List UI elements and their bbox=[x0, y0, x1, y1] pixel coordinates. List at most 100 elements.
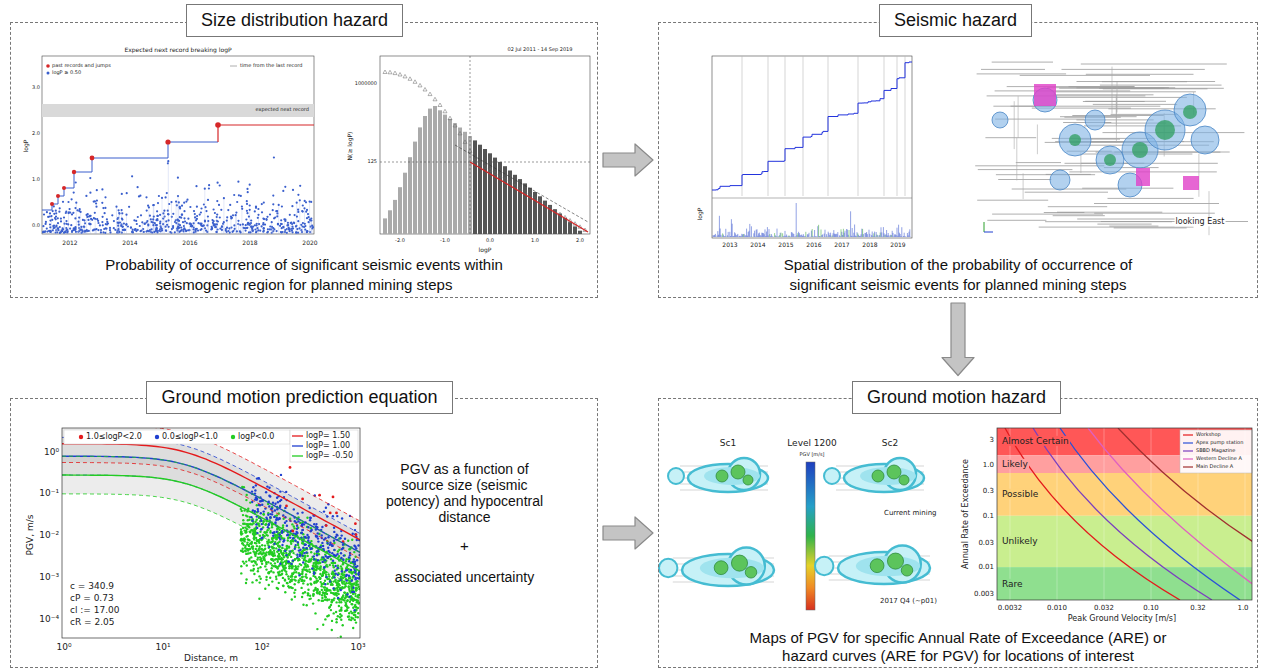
event-bar bbox=[871, 235, 872, 237]
event-dot bbox=[78, 217, 80, 219]
event-dot bbox=[298, 227, 300, 229]
record-dot bbox=[290, 563, 292, 565]
record-dot bbox=[353, 551, 355, 553]
event-dot bbox=[167, 213, 169, 215]
record-dot bbox=[268, 539, 270, 541]
event-dot bbox=[247, 223, 249, 225]
event-dot bbox=[306, 230, 308, 232]
event-bar bbox=[841, 232, 842, 237]
event-dot bbox=[282, 231, 284, 233]
event-dot bbox=[213, 223, 215, 225]
event-dot bbox=[104, 196, 106, 198]
record-marker bbox=[897, 56, 898, 196]
event-bar bbox=[826, 234, 827, 237]
event-bar bbox=[836, 234, 837, 237]
record-dot bbox=[259, 531, 261, 533]
event-dot bbox=[118, 212, 120, 214]
event-dot bbox=[143, 223, 145, 225]
event-bar bbox=[892, 231, 893, 237]
record-dot bbox=[243, 538, 245, 540]
event-dot bbox=[80, 226, 82, 228]
event-bar bbox=[787, 236, 788, 237]
cumulative-plot bbox=[712, 56, 912, 238]
event-dot bbox=[157, 215, 159, 217]
event-bar bbox=[882, 236, 883, 237]
event-dot bbox=[186, 199, 188, 201]
event-dot bbox=[167, 213, 169, 215]
event-dot bbox=[165, 230, 167, 232]
record-dot bbox=[242, 560, 244, 562]
event-bar bbox=[760, 235, 761, 237]
record-dot bbox=[304, 562, 306, 564]
histogram-bar bbox=[398, 187, 402, 234]
event-dot bbox=[177, 177, 179, 179]
record-marker bbox=[858, 56, 859, 196]
record-dot bbox=[286, 582, 288, 584]
event-dot bbox=[59, 226, 61, 228]
event-dot bbox=[54, 217, 56, 219]
record-dot bbox=[352, 617, 354, 619]
event-dot bbox=[295, 225, 297, 227]
event-dot bbox=[131, 175, 133, 177]
event-dot bbox=[117, 222, 119, 224]
drift-line bbox=[1007, 86, 1135, 87]
event-dot bbox=[221, 225, 223, 227]
event-dot bbox=[104, 207, 106, 209]
event-stem bbox=[178, 202, 179, 234]
cumulative-marker bbox=[418, 83, 422, 87]
event-bar bbox=[839, 235, 840, 237]
record-dot bbox=[307, 592, 309, 594]
record-dot bbox=[301, 573, 303, 575]
event-dot bbox=[87, 219, 89, 221]
event-bar bbox=[855, 236, 856, 237]
probability-core bbox=[1155, 120, 1175, 140]
record-dot bbox=[240, 565, 242, 567]
event-dot bbox=[223, 197, 225, 199]
record-dot bbox=[302, 555, 304, 557]
drift-line bbox=[1100, 85, 1222, 86]
event-bar bbox=[799, 233, 800, 237]
event-bar bbox=[880, 233, 881, 238]
event-bar bbox=[887, 236, 888, 238]
event-dot bbox=[96, 189, 98, 191]
record-dot bbox=[350, 598, 352, 600]
event-dot bbox=[284, 186, 286, 188]
event-bar bbox=[772, 236, 773, 237]
record-dot bbox=[286, 545, 288, 547]
event-bar bbox=[906, 236, 907, 237]
event-bar bbox=[888, 233, 889, 237]
record-dot bbox=[351, 612, 353, 614]
event-bar bbox=[741, 234, 742, 237]
record-dot bbox=[268, 547, 270, 549]
event-bar bbox=[894, 234, 895, 237]
record-dot bbox=[287, 537, 289, 539]
histogram-bar bbox=[393, 200, 397, 234]
event-dot bbox=[291, 226, 293, 228]
event-dot bbox=[114, 229, 116, 231]
event-dot bbox=[71, 198, 73, 200]
event-dot bbox=[69, 212, 71, 214]
event-stem bbox=[191, 226, 192, 234]
event-dot bbox=[183, 225, 185, 227]
event-dot bbox=[284, 231, 286, 233]
event-bar bbox=[746, 229, 747, 237]
mining-step bbox=[1034, 84, 1056, 106]
event-bar bbox=[874, 232, 875, 237]
record-dot bbox=[307, 592, 309, 594]
event-dot bbox=[102, 216, 104, 218]
event-dot bbox=[45, 221, 47, 223]
event-dot bbox=[256, 224, 258, 226]
cumulative-marker bbox=[508, 181, 512, 185]
record-dot bbox=[300, 564, 302, 566]
event-dot bbox=[94, 212, 96, 214]
event-dot bbox=[130, 227, 132, 229]
event-dot bbox=[75, 181, 77, 183]
event-dot bbox=[239, 230, 241, 232]
event-bar bbox=[848, 235, 849, 237]
event-dot bbox=[55, 212, 57, 214]
event-bar bbox=[829, 233, 830, 237]
event-dot bbox=[100, 231, 102, 233]
event-dot bbox=[66, 229, 68, 231]
event-dot bbox=[223, 221, 225, 223]
event-dot bbox=[267, 231, 269, 233]
